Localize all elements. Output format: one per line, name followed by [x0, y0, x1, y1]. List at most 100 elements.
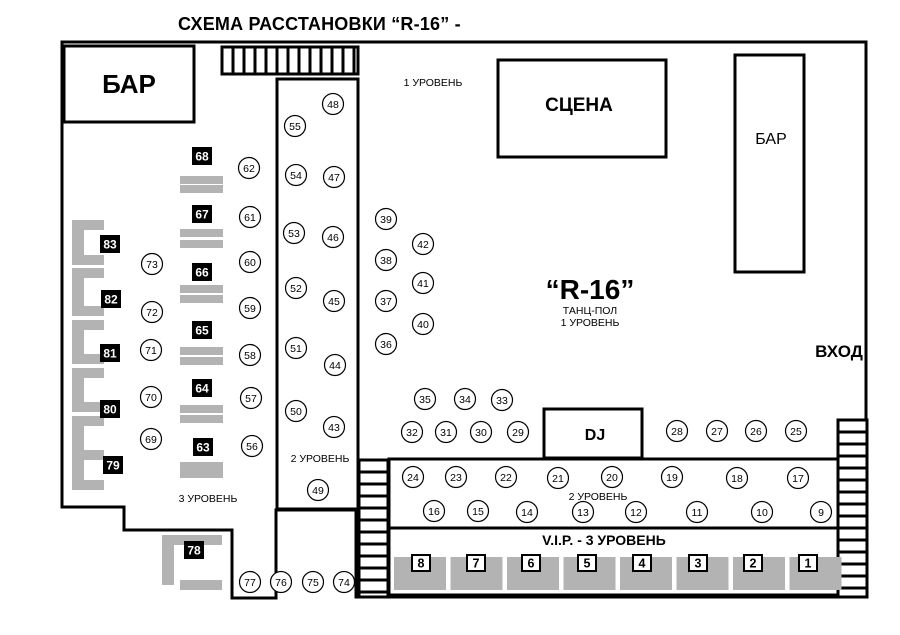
booth-table[interactable]: 79 — [103, 456, 123, 474]
booth-table[interactable]: 82 — [101, 290, 121, 308]
round-table[interactable]: 15 — [466, 499, 490, 523]
vip-table[interactable]: 1 — [798, 554, 818, 572]
round-table[interactable]: 19 — [660, 465, 684, 489]
booth-table[interactable]: 65 — [192, 321, 212, 339]
booth-table[interactable]: 67 — [192, 205, 212, 223]
round-table[interactable]: 77 — [238, 570, 262, 594]
booth-table[interactable]: 68 — [192, 147, 212, 165]
round-table[interactable]: 46 — [321, 225, 345, 249]
round-table-number: 44 — [329, 360, 341, 372]
round-table[interactable]: 52 — [284, 276, 308, 300]
bar-left[interactable] — [62, 44, 196, 124]
booth-table[interactable]: 83 — [100, 235, 120, 253]
round-table[interactable]: 31 — [434, 420, 458, 444]
round-table[interactable]: 70 — [139, 385, 163, 409]
booth-table[interactable]: 81 — [100, 344, 120, 362]
vip-table[interactable]: 6 — [521, 554, 541, 572]
round-table[interactable]: 17 — [786, 466, 810, 490]
round-table[interactable]: 40 — [411, 312, 435, 336]
round-table-number: 18 — [731, 473, 743, 485]
level-3-label: 3 УРОВЕНЬ — [179, 493, 238, 505]
sofa — [72, 306, 104, 316]
round-table[interactable]: 38 — [374, 248, 398, 272]
round-table[interactable]: 58 — [238, 343, 262, 367]
vip-table[interactable]: 2 — [743, 554, 763, 572]
round-table[interactable]: 44 — [323, 353, 347, 377]
round-table[interactable]: 48 — [321, 92, 345, 116]
booth-table[interactable]: 63 — [193, 438, 213, 456]
round-table[interactable]: 49 — [306, 478, 330, 502]
round-table[interactable]: 36 — [374, 332, 398, 356]
round-table[interactable]: 60 — [238, 250, 262, 274]
round-table[interactable]: 50 — [284, 399, 308, 423]
vip-table[interactable]: 7 — [466, 554, 486, 572]
round-table[interactable]: 75 — [301, 570, 325, 594]
round-table[interactable]: 30 — [469, 420, 493, 444]
stage[interactable] — [496, 58, 668, 159]
round-table[interactable]: 10 — [750, 500, 774, 524]
round-table[interactable]: 11 — [685, 500, 709, 524]
vip-table[interactable]: 5 — [577, 554, 597, 572]
round-table[interactable]: 18 — [725, 466, 749, 490]
vip-table-number: 4 — [639, 557, 646, 571]
round-table[interactable]: 29 — [506, 420, 530, 444]
round-table[interactable]: 53 — [282, 221, 306, 245]
round-table[interactable]: 33 — [490, 388, 514, 412]
round-table[interactable]: 34 — [453, 387, 477, 411]
round-table-number: 52 — [290, 283, 302, 295]
round-table-number: 29 — [512, 427, 524, 439]
round-table-number: 72 — [146, 307, 158, 319]
round-table[interactable]: 59 — [238, 296, 262, 320]
round-table[interactable]: 41 — [411, 271, 435, 295]
vip-table[interactable]: 4 — [632, 554, 652, 572]
round-table[interactable]: 47 — [322, 165, 346, 189]
round-table[interactable]: 42 — [411, 232, 435, 256]
round-table[interactable]: 55 — [283, 114, 307, 138]
round-table[interactable]: 22 — [494, 465, 518, 489]
round-table[interactable]: 16 — [422, 499, 446, 523]
round-table[interactable]: 35 — [413, 387, 437, 411]
round-table[interactable]: 62 — [237, 156, 261, 180]
round-table[interactable]: 12 — [624, 500, 648, 524]
sofa — [180, 405, 223, 413]
booth-table-number: 63 — [196, 441, 210, 455]
round-table[interactable]: 45 — [322, 289, 346, 313]
booth-table[interactable]: 66 — [192, 263, 212, 281]
round-table[interactable]: 61 — [238, 205, 262, 229]
round-table[interactable]: 13 — [571, 500, 595, 524]
round-table-number: 22 — [500, 472, 512, 484]
round-table[interactable]: 72 — [140, 300, 164, 324]
bar-right[interactable] — [733, 53, 806, 274]
round-table[interactable]: 39 — [374, 207, 398, 231]
round-table[interactable]: 26 — [744, 419, 768, 443]
round-table[interactable]: 27 — [705, 419, 729, 443]
round-table[interactable]: 9 — [809, 500, 833, 524]
round-table[interactable]: 73 — [140, 252, 164, 276]
round-table[interactable]: 28 — [665, 419, 689, 443]
round-table[interactable]: 23 — [444, 465, 468, 489]
round-table[interactable]: 21 — [546, 466, 570, 490]
round-table[interactable]: 69 — [139, 427, 163, 451]
round-table-number: 69 — [145, 434, 157, 446]
round-table[interactable]: 56 — [240, 434, 264, 458]
round-table[interactable]: 25 — [784, 419, 808, 443]
sofa — [72, 220, 84, 265]
vip-table[interactable]: 3 — [688, 554, 708, 572]
round-table[interactable]: 51 — [284, 336, 308, 360]
round-table[interactable]: 32 — [400, 420, 424, 444]
booth-table[interactable]: 64 — [192, 379, 212, 397]
booth-table[interactable]: 80 — [100, 400, 120, 418]
round-table[interactable]: 76 — [269, 570, 293, 594]
round-table[interactable]: 14 — [515, 500, 539, 524]
round-table[interactable]: 71 — [139, 338, 163, 362]
booth-table[interactable]: 78 — [184, 541, 204, 559]
round-table[interactable]: 74 — [332, 570, 356, 594]
entrance-label[interactable]: ВХОД — [815, 342, 863, 361]
round-table[interactable]: 43 — [322, 415, 346, 439]
round-table[interactable]: 54 — [284, 163, 308, 187]
round-table[interactable]: 20 — [600, 465, 624, 489]
round-table[interactable]: 37 — [374, 289, 398, 313]
round-table[interactable]: 24 — [401, 465, 425, 489]
vip-table[interactable]: 8 — [411, 554, 431, 572]
round-table[interactable]: 57 — [239, 386, 263, 410]
